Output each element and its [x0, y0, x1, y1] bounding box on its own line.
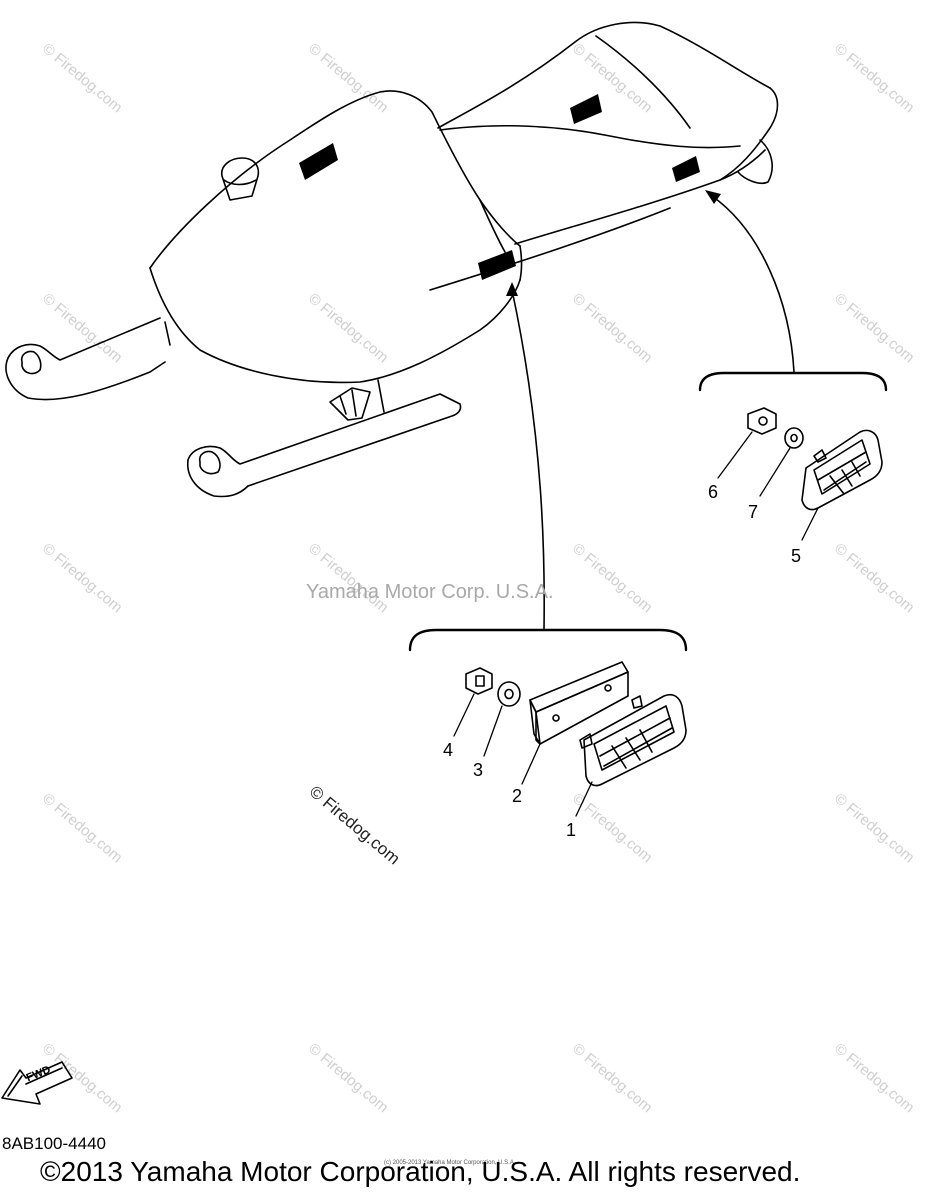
snowmobile-illustration [5, 21, 779, 498]
callout-7: 7 [748, 502, 759, 522]
tiny-copyright: (c) 2005-2013 Yamaha Motor Corporation, … [384, 1160, 516, 1166]
center-watermark: Yamaha Motor Corp. U.S.A. [306, 581, 554, 603]
callout-3: 3 [473, 760, 484, 780]
drawing-code: 8AB100-4440 [2, 1134, 106, 1153]
callout-6: 6 [708, 482, 719, 502]
fwd-arrow-icon [1, 1061, 73, 1105]
callout-1: 1 [566, 820, 577, 840]
callout-5: 5 [791, 546, 802, 566]
callout-2: 2 [512, 786, 523, 806]
callout-leaders [453, 431, 819, 817]
footer-copyright: ©2013 Yamaha Motor Corporation, U.S.A. A… [40, 1156, 801, 1187]
callout-4: 4 [443, 740, 454, 760]
bracket-rear [698, 371, 888, 392]
bracket-front [408, 628, 688, 652]
leader-arrow-front [511, 289, 546, 631]
front-reflector-parts [465, 661, 687, 787]
leader-arrow-rear [711, 195, 795, 373]
rear-reflector-parts [747, 407, 883, 511]
